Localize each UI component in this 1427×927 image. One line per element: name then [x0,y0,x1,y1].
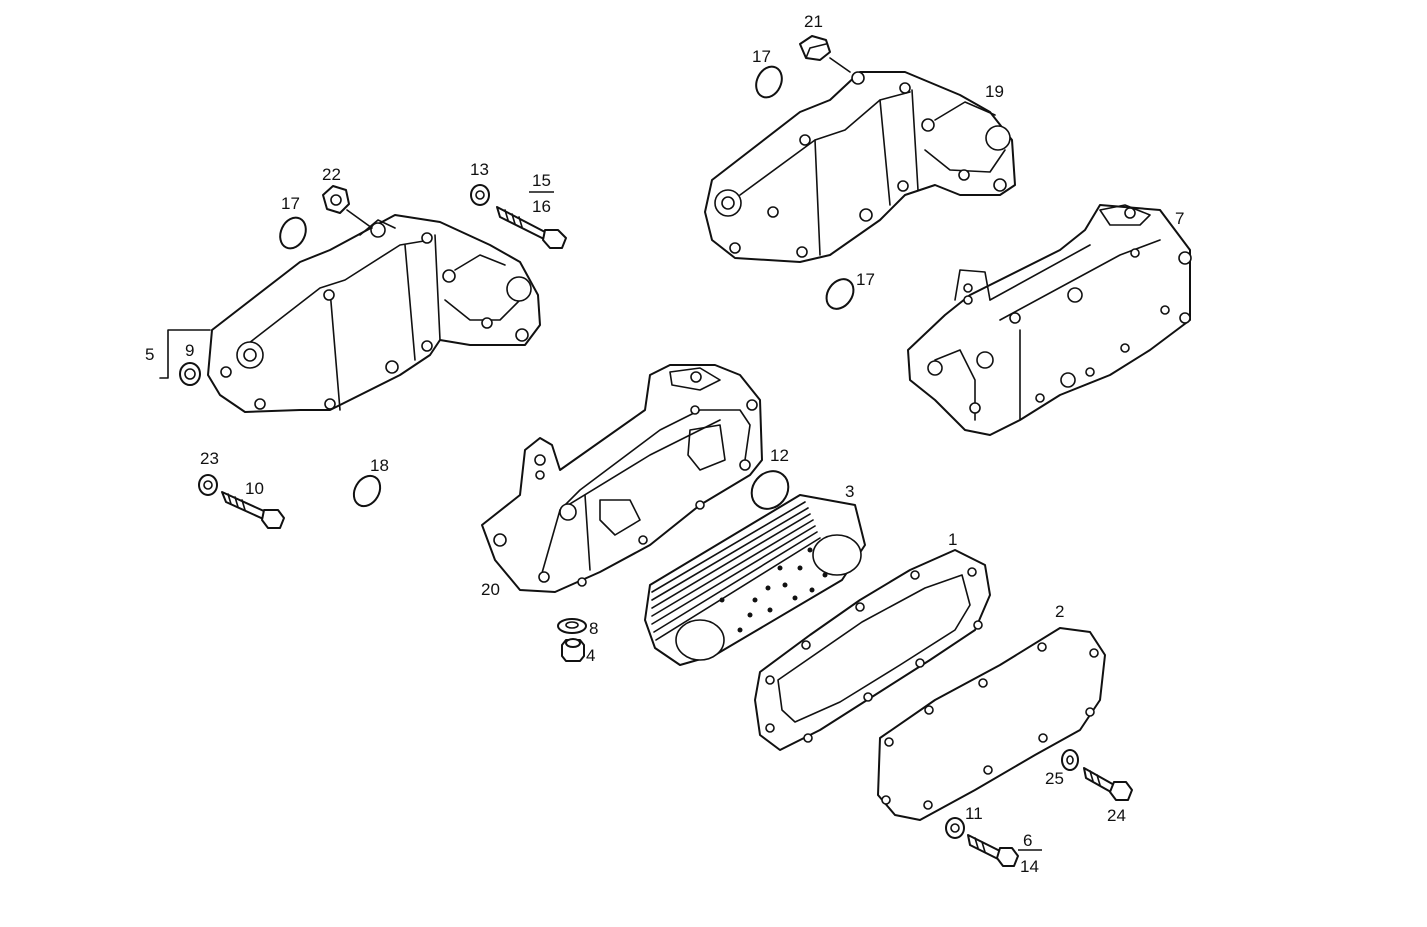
callout-6: 6 [1023,831,1032,850]
group-bracket-5 [159,329,211,379]
callout-17-left: 17 [281,194,300,213]
washer-8 [557,618,587,634]
callout-24: 24 [1107,806,1126,825]
plug-21 [799,35,851,73]
callout-4: 4 [586,646,595,665]
callout-25: 25 [1045,769,1064,788]
o-ring-17-top [755,65,783,99]
callout-17-mid: 17 [856,270,875,289]
bolt-10 [221,491,285,529]
callout-8: 8 [589,619,598,638]
callout-21: 21 [804,12,823,31]
callout-13: 13 [470,160,489,179]
callout-17-top: 17 [752,47,771,66]
callout-5: 5 [145,345,154,364]
callout-23: 23 [200,449,219,468]
callout-20: 20 [481,580,500,599]
callout-19: 19 [985,82,1004,101]
bolt-15-16 [496,206,567,249]
callout-14: 14 [1020,857,1039,876]
o-ring-17-left [279,216,307,250]
o-ring-18 [352,474,382,508]
bolt-6-14 [967,834,1019,867]
callout-18: 18 [370,456,389,475]
gasket-1 [754,549,991,751]
callout-2: 2 [1055,602,1064,621]
o-ring-12 [750,470,790,510]
callout-11: 11 [965,804,983,823]
cover-plate-2 [877,627,1106,821]
callout-16: 16 [532,197,551,216]
plug-22 [322,185,373,229]
center-housing [481,364,763,593]
plug-4 [561,638,585,662]
left-housing [207,214,541,413]
o-ring-17-mid [825,278,855,310]
callout-7: 7 [1175,209,1184,228]
callout-22: 22 [322,165,341,184]
cooler-core [644,494,866,666]
callout-1: 1 [948,530,957,549]
callout-12: 12 [770,446,789,465]
callout-10: 10 [245,479,264,498]
callout-9: 9 [185,341,194,360]
callout-15: 15 [532,171,551,190]
callout-3: 3 [845,482,854,501]
right-cover [907,204,1192,436]
bolt-24 [1083,767,1133,801]
upper-housing [704,71,1016,263]
